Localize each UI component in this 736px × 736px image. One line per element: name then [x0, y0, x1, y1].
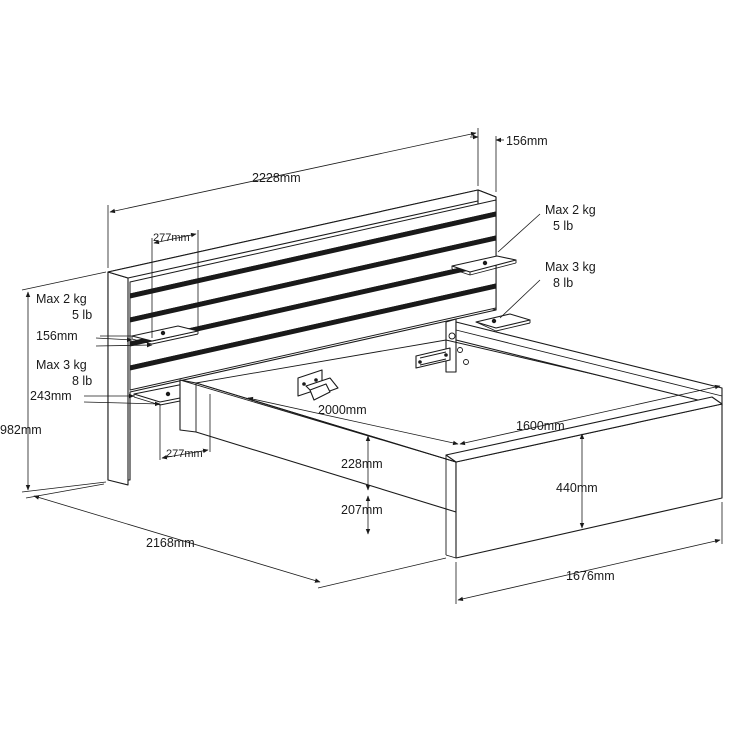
- center-support: [415, 347, 451, 369]
- label-shelf-lower-height: 243mm: [30, 389, 72, 403]
- load-right-upper-kg: Max 2 kg: [545, 203, 596, 217]
- label-mattress-width: 1600mm: [516, 419, 565, 433]
- label-headboard-depth: 156mm: [506, 134, 548, 148]
- shelf-right-lower: [475, 313, 531, 332]
- load-labels: Max 2 kg 5 lb Max 3 kg 8 lb Max 2 kg 5 l…: [36, 203, 596, 388]
- label-headboard-width: 2228mm: [252, 171, 301, 185]
- label-shelf-upper-depth: 156mm: [36, 329, 78, 343]
- label-overall-length: 2168mm: [146, 536, 195, 550]
- label-shelf-upper-width: 277mm: [153, 232, 190, 244]
- load-left-upper-kg: Max 2 kg: [36, 292, 87, 306]
- shelf-right-upper: [451, 255, 517, 276]
- load-left-upper-lb: 5 lb: [72, 308, 92, 322]
- shelf-left-upper: [131, 325, 199, 345]
- load-right-upper-lb: 5 lb: [553, 219, 573, 233]
- label-shelf-lower-width: 277mm: [166, 448, 203, 460]
- label-mattress-length: 2000mm: [318, 403, 367, 417]
- bracket: [297, 369, 339, 401]
- headboard-left-end: [107, 271, 129, 486]
- right-rear-post: [445, 318, 457, 373]
- label-footboard-height: 440mm: [556, 481, 598, 495]
- label-clearance-height: 207mm: [341, 503, 383, 517]
- dimension-lines: [21, 128, 723, 604]
- label-overall-width: 1676mm: [566, 569, 615, 583]
- label-overall-height: 982mm: [0, 423, 42, 437]
- headboard-slats: [129, 199, 497, 391]
- left-side-rail: [179, 379, 457, 513]
- load-right-lower-kg: Max 3 kg: [545, 260, 596, 274]
- bed-frame: [107, 189, 723, 559]
- load-left-lower-kg: Max 3 kg: [36, 358, 87, 372]
- right-side-rail: [455, 321, 723, 407]
- load-left-lower-lb: 8 lb: [72, 374, 92, 388]
- load-right-lower-lb: 8 lb: [553, 276, 573, 290]
- label-frame-height: 228mm: [341, 457, 383, 471]
- dimension-labels: 2228mm 156mm 277mm 156mm 243mm 277mm 982…: [0, 134, 615, 583]
